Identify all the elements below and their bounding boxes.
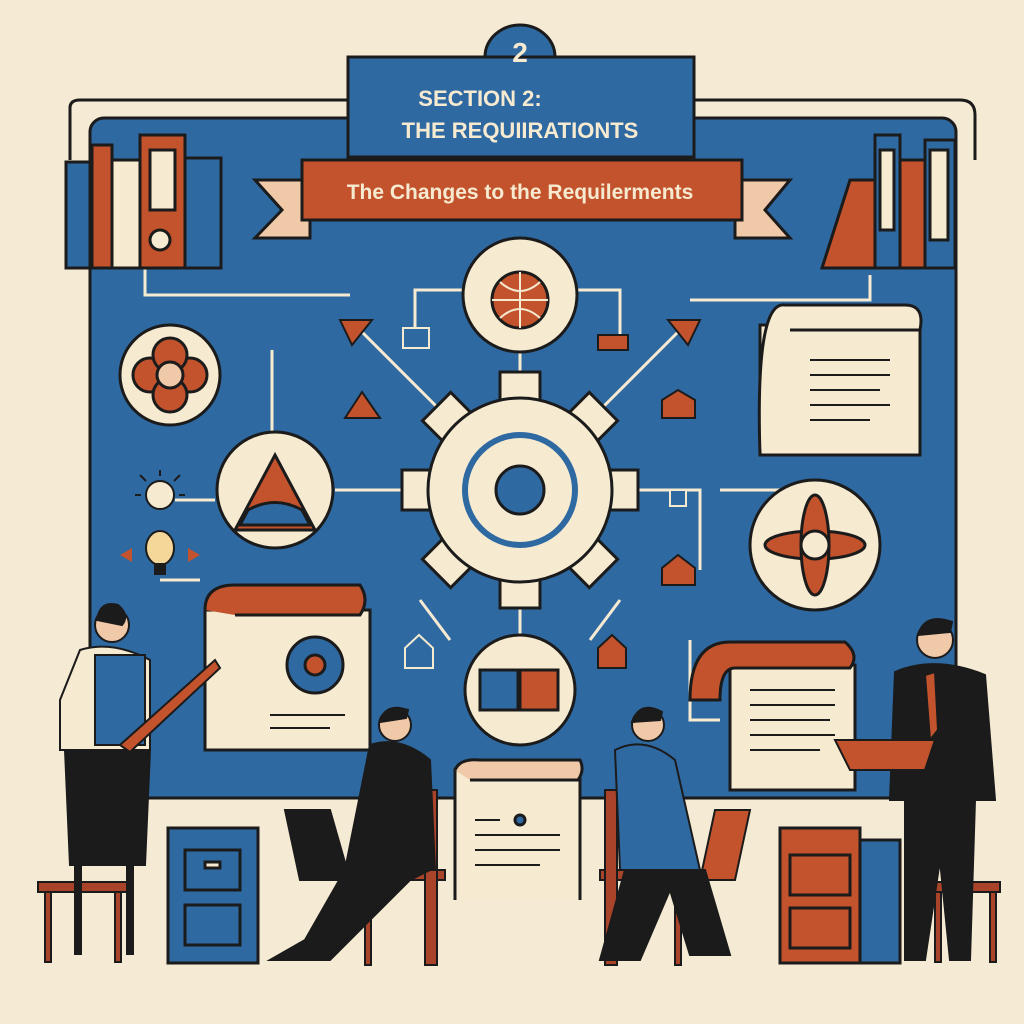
ribbon-banner: The Changes to the Requilerments	[251, 158, 794, 240]
section-header: 2 SECTION 2: THE REQUIIRATIONTS	[346, 23, 696, 159]
badge-number: 2	[512, 37, 528, 68]
section-title-line2: THE REQUIIRATIONTS	[402, 118, 639, 143]
puzzle-icon	[463, 633, 577, 747]
person-seated-right	[598, 706, 752, 961]
person-seated-left	[266, 706, 437, 961]
scroll-document-top-right-icon	[757, 303, 923, 457]
sun-icon	[135, 470, 185, 510]
scroll-document-center-icon	[453, 758, 584, 907]
arrow-markers	[338, 319, 702, 669]
section-title-line1: SECTION 2:	[418, 86, 541, 111]
lightbulb-icon	[120, 530, 200, 575]
person-standing-right	[833, 618, 997, 961]
blue-markers	[402, 327, 687, 669]
header-box	[346, 55, 696, 159]
scroll-document-left-icon	[203, 583, 372, 752]
connector-lines	[143, 265, 872, 722]
bookshelf-left-icon	[64, 133, 223, 270]
atom-icon	[748, 478, 882, 612]
scroll-document-right-bottom-icon	[688, 640, 857, 792]
triangle-landscape-icon	[215, 430, 335, 550]
filing-cabinet-right-icon	[778, 826, 902, 965]
badge-tab	[483, 23, 557, 59]
filing-cabinet-left-icon	[166, 826, 260, 965]
folder-icon	[833, 739, 937, 771]
clipboard-icon	[118, 658, 222, 754]
laptop-icon	[698, 809, 752, 881]
central-gear-icon	[400, 370, 640, 610]
globe-icon	[461, 236, 579, 354]
flower-icon	[118, 323, 222, 427]
bookshelf-right-icon	[819, 133, 957, 270]
person-standing-left	[59, 603, 222, 955]
ribbon-text: The Changes to the Requilerments	[347, 181, 694, 204]
